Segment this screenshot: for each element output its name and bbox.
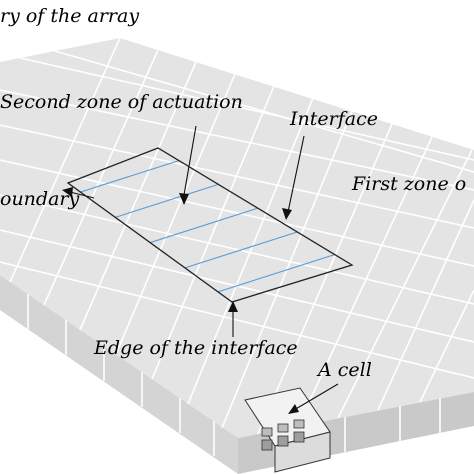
callout-arrows — [69, 125, 339, 411]
interface-outline — [66, 147, 354, 303]
label-interface: Interface — [289, 108, 378, 130]
label-cell: A cell — [316, 359, 372, 381]
label-boundary-array: ry of the array — [0, 5, 139, 27]
cell-grid — [0, 37, 474, 463]
arrow-second-zone — [183, 125, 197, 196]
arrow-cell — [293, 383, 339, 411]
label-first-zone: First zone o — [351, 173, 466, 195]
cell-cutaway — [244, 387, 331, 473]
arrow-boundary — [69, 191, 95, 199]
label-edge-interface: Edge of the interface — [93, 337, 298, 359]
arrow-interface — [287, 135, 305, 213]
label-boundary: oundary — [0, 188, 79, 210]
arrow-heads — [62, 187, 299, 414]
slab-front-face — [0, 275, 238, 474]
label-second-zone: Second zone of actuation — [0, 91, 243, 113]
